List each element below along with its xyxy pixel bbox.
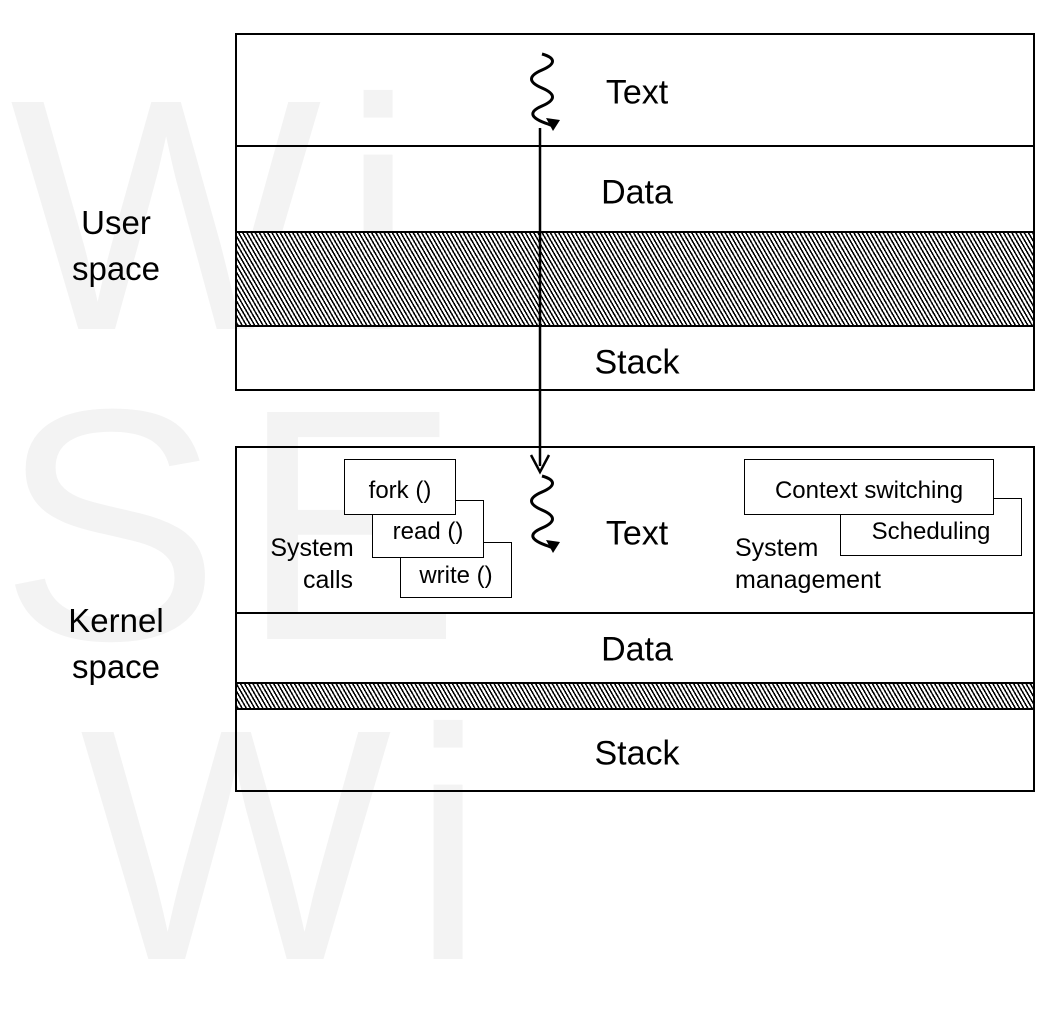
kernel-stack-segment: Stack bbox=[237, 708, 1033, 792]
user-thread-squiggle-icon bbox=[530, 52, 554, 128]
kernel-thread-arrowhead-icon bbox=[546, 540, 560, 553]
kernel-text-segment: Text bbox=[237, 448, 1033, 612]
system-management-label: System management bbox=[735, 534, 881, 594]
user-text-segment: Text bbox=[237, 35, 1033, 145]
thread-overlay bbox=[529, 52, 560, 553]
kernel-free-memory-segment bbox=[237, 682, 1033, 708]
user-stack-label: Stack bbox=[594, 343, 680, 382]
user-free-memory-segment bbox=[237, 231, 1033, 325]
user-space-label: User space bbox=[71, 204, 161, 287]
kernel-thread-squiggle-icon bbox=[530, 474, 554, 550]
syscall-arrow-head-icon bbox=[529, 454, 551, 475]
kernel-space-block: Text Data Stack bbox=[235, 446, 1035, 792]
user-data-label: Data bbox=[601, 173, 673, 212]
user-space-block: Text Data Stack bbox=[235, 33, 1035, 391]
kernel-text-label: Text bbox=[605, 514, 669, 553]
syscall-fork-box: fork () bbox=[344, 459, 456, 515]
user-stack-segment: Stack bbox=[237, 325, 1033, 391]
kernel-data-segment: Data bbox=[237, 612, 1033, 682]
context-switching-box: Context switching bbox=[744, 459, 994, 515]
user-text-label: Text bbox=[605, 73, 669, 112]
kernel-space-label: Kernel space bbox=[68, 602, 164, 685]
kernel-data-label: Data bbox=[601, 630, 673, 669]
system-calls-label: System calls bbox=[270, 534, 354, 594]
user-thread-arrowhead-icon bbox=[546, 118, 560, 131]
user-data-segment: Data bbox=[237, 145, 1033, 231]
kernel-stack-label: Stack bbox=[594, 734, 680, 773]
